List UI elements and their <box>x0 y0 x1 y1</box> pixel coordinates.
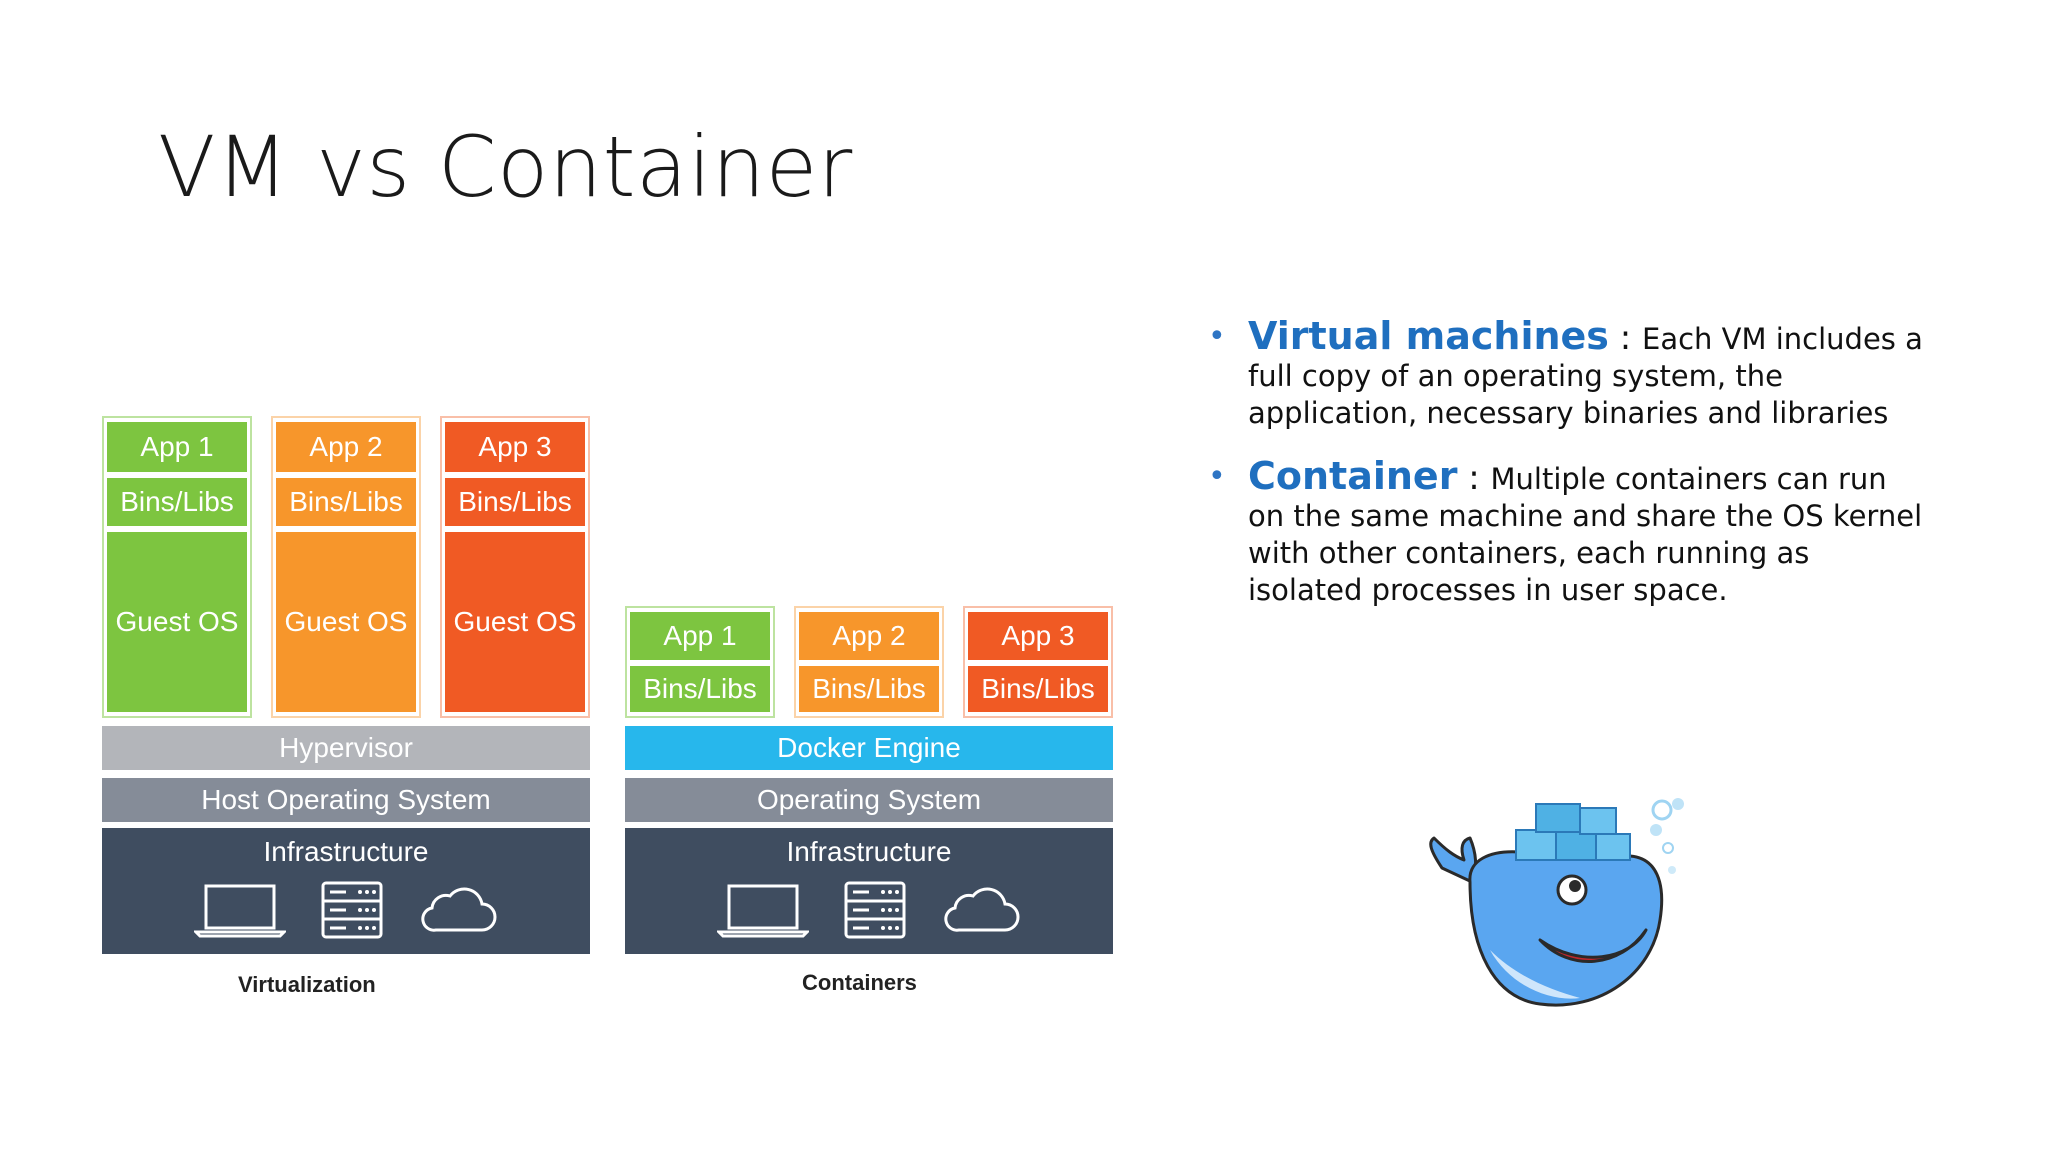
ct-infrastructure-icons <box>625 880 1113 940</box>
bullet-dot-icon: • <box>1208 459 1226 494</box>
server-icon <box>844 881 906 939</box>
ct-app-2: App 2 <box>799 612 939 660</box>
ct-bins-3: Bins/Libs <box>968 666 1108 712</box>
cloud-icon <box>944 887 1020 932</box>
vm-frame-2 <box>271 416 421 718</box>
cloud-icon <box>421 887 497 932</box>
vm-bins-2: Bins/Libs <box>276 478 416 526</box>
vm-bins-3: Bins/Libs <box>445 478 585 526</box>
slide-title: VM vs Container <box>158 118 853 216</box>
laptop-icon <box>717 884 809 938</box>
ct-bins-1: Bins/Libs <box>630 666 770 712</box>
ct-app-1: App 1 <box>630 612 770 660</box>
hypervisor-layer: Hypervisor <box>102 726 590 770</box>
vm-frame-1 <box>102 416 252 718</box>
ct-infrastructure-layer: Infrastructure <box>625 828 1113 954</box>
vm-infrastructure-layer: Infrastructure <box>102 828 590 954</box>
vm-guest-os-1: Guest OS <box>107 532 247 712</box>
laptop-icon <box>194 884 286 938</box>
server-icon <box>321 881 383 939</box>
vm-frame-3 <box>440 416 590 718</box>
vm-infrastructure-icons <box>102 880 590 940</box>
vm-bins-1: Bins/Libs <box>107 478 247 526</box>
bullet-text: Each VM includes a full copy of an opera… <box>1248 322 1923 430</box>
ct-frame-2 <box>794 606 944 718</box>
ct-bins-2: Bins/Libs <box>799 666 939 712</box>
docker-engine-layer: Docker Engine <box>625 726 1113 770</box>
bullet-dot-icon: • <box>1208 319 1226 354</box>
ct-frame-3 <box>963 606 1113 718</box>
vm-guest-os-2: Guest OS <box>276 532 416 712</box>
vm-app-2: App 2 <box>276 422 416 472</box>
bullet-term: Virtual machines <box>1248 314 1609 358</box>
container-os-layer: Operating System <box>625 778 1113 822</box>
host-os-layer: Host Operating System <box>102 778 590 822</box>
bullet-list: • Virtual machines : Each VM includes a … <box>1208 317 1928 635</box>
vm-guest-os-3: Guest OS <box>445 532 585 712</box>
bullet-text: Multiple containers can run on the same … <box>1248 462 1923 607</box>
ct-frame-1 <box>625 606 775 718</box>
docker-whale-icon <box>1429 798 1684 1007</box>
containers-caption: Containers <box>802 970 917 995</box>
bullet-term: Container <box>1248 454 1458 498</box>
bullet-item-container: • Container : Multiple containers can ru… <box>1208 457 1928 609</box>
ct-app-3: App 3 <box>968 612 1108 660</box>
virtualization-caption: Virtualization <box>238 972 376 997</box>
bullet-separator: : <box>1608 318 1642 358</box>
bullet-separator: : <box>1457 458 1491 498</box>
vm-app-1: App 1 <box>107 422 247 472</box>
ct-infrastructure-label: Infrastructure <box>786 836 952 867</box>
vm-infrastructure-label: Infrastructure <box>263 836 429 867</box>
vm-app-3: App 3 <box>445 422 585 472</box>
bullet-item-virtual-machines: • Virtual machines : Each VM includes a … <box>1208 317 1928 432</box>
